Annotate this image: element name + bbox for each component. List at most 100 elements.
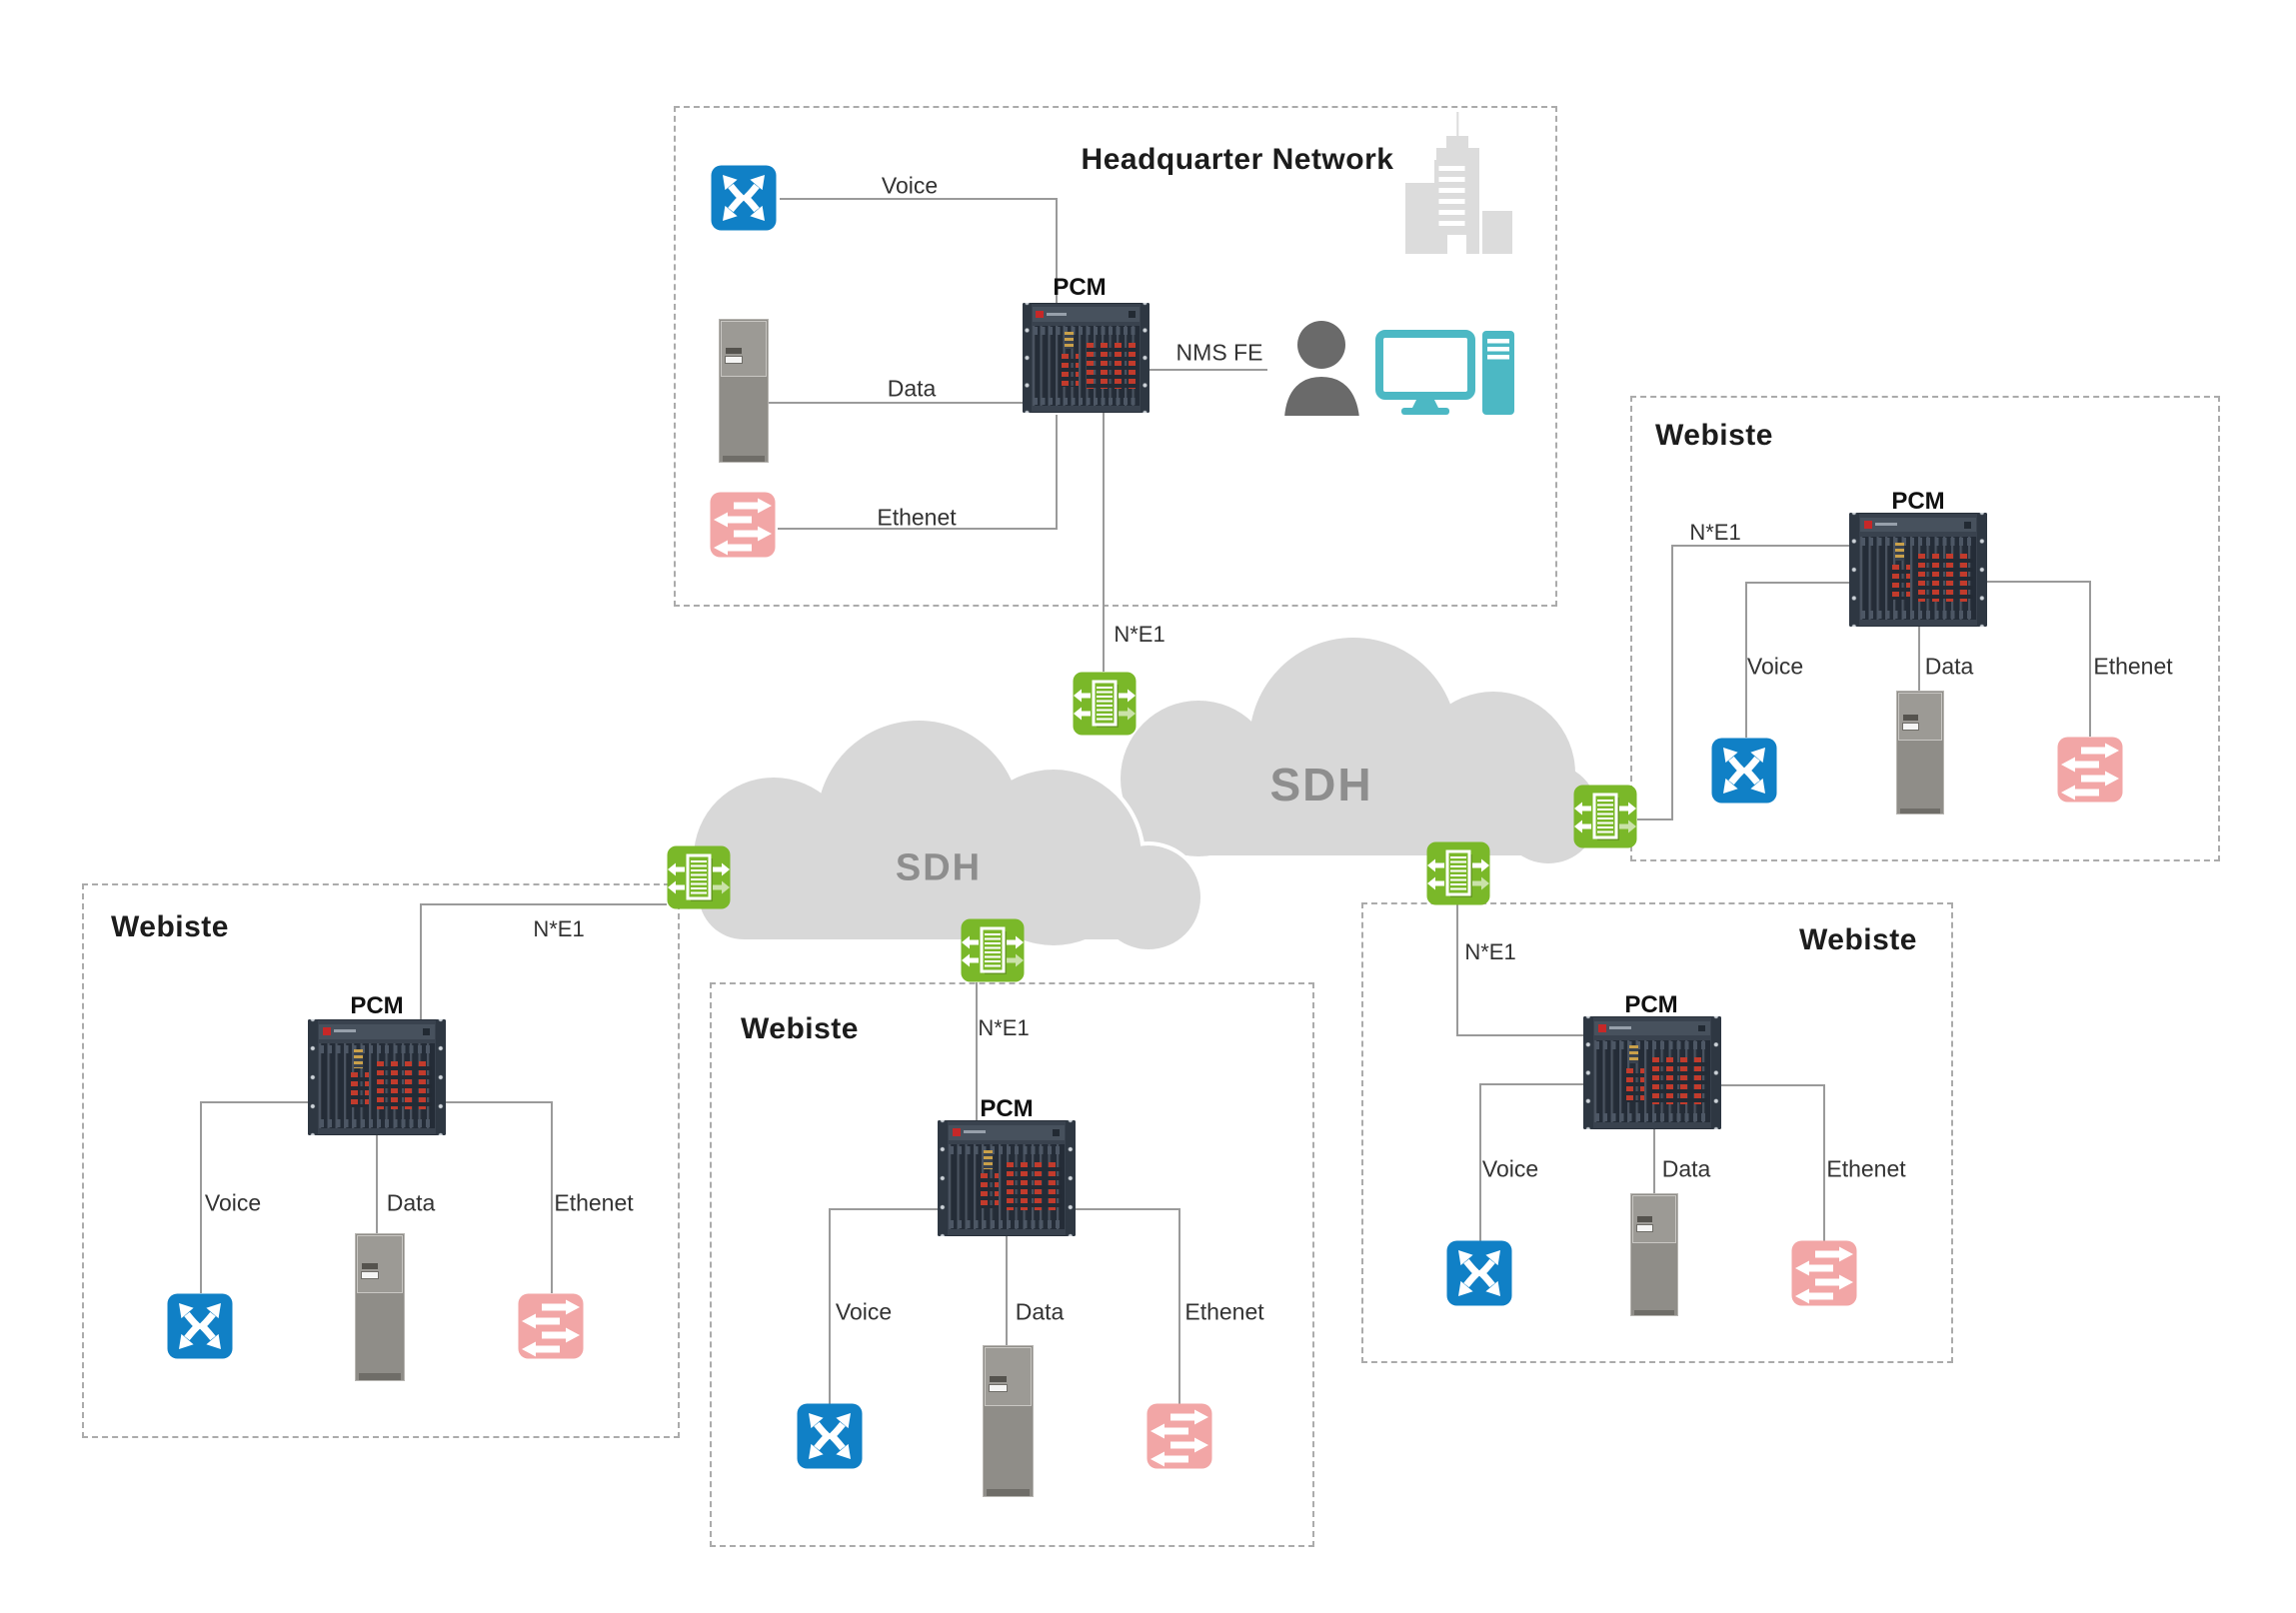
link-line bbox=[1746, 582, 1849, 584]
link-line bbox=[551, 1101, 553, 1293]
link-line bbox=[1823, 1084, 1825, 1241]
link-line bbox=[1456, 1034, 1583, 1036]
link-line bbox=[1745, 582, 1747, 738]
link-line bbox=[1637, 818, 1673, 820]
pcm-label: PCM bbox=[1053, 274, 1107, 301]
site-box-right-bottom bbox=[1361, 902, 1953, 1363]
link-line bbox=[1178, 1208, 1180, 1404]
server-icon bbox=[984, 1346, 1033, 1496]
ne1-label: N*E1 bbox=[978, 1015, 1030, 1040]
voice-label: Voice bbox=[881, 172, 939, 199]
voice-label: Voice bbox=[1481, 1155, 1539, 1182]
ethernet-label: Ethenet bbox=[1826, 1155, 1906, 1182]
link-line bbox=[768, 402, 1023, 404]
link-line bbox=[446, 1101, 552, 1103]
pcm-device bbox=[1849, 513, 1987, 627]
site-title: Webiste bbox=[1799, 923, 1917, 956]
headquarter-box bbox=[674, 106, 1557, 607]
server-icon bbox=[1631, 1194, 1677, 1315]
sdh-cloud-left bbox=[694, 721, 1200, 949]
ethernet-label: Ethenet bbox=[2093, 653, 2173, 680]
site-title: Webiste bbox=[111, 910, 229, 943]
operator-icon bbox=[1274, 318, 1369, 418]
sdh-cloud-right bbox=[1121, 638, 1598, 863]
site-box-right-top bbox=[1630, 396, 2220, 861]
building-icon bbox=[1405, 110, 1515, 254]
site-box-center bbox=[710, 982, 1314, 1547]
e1-mux-icon bbox=[1426, 841, 1490, 905]
server-icon bbox=[720, 320, 768, 462]
data-label: Data bbox=[386, 1189, 436, 1216]
pcm-label: PCM bbox=[350, 992, 404, 1019]
ethernet-switch-icon bbox=[1791, 1240, 1857, 1306]
voice-switch-icon bbox=[1711, 738, 1777, 804]
link-line bbox=[1479, 1083, 1481, 1241]
link-line bbox=[1056, 198, 1058, 303]
link-line bbox=[976, 982, 978, 1120]
data-label: Data bbox=[887, 375, 937, 402]
voice-switch-icon bbox=[711, 165, 777, 231]
link-line bbox=[376, 1135, 378, 1234]
pcm-device bbox=[308, 1019, 446, 1135]
ethernet-label: Ethenet bbox=[554, 1189, 634, 1216]
link-line bbox=[1056, 415, 1058, 530]
link-line bbox=[201, 1101, 308, 1103]
site-box-left bbox=[82, 883, 680, 1438]
server-icon bbox=[1897, 692, 1943, 813]
link-line bbox=[1103, 413, 1105, 672]
link-line bbox=[1456, 904, 1458, 1036]
link-line bbox=[778, 528, 1058, 530]
e1-mux-icon bbox=[961, 918, 1025, 982]
headquarter-title: Headquarter Network bbox=[1081, 143, 1394, 176]
ethernet-switch-icon bbox=[1147, 1403, 1212, 1469]
link-line bbox=[200, 1101, 202, 1293]
sdh-clouds bbox=[690, 638, 1598, 949]
link-line bbox=[1653, 1129, 1655, 1194]
pc-tower-icon bbox=[1481, 330, 1515, 416]
monitor-icon bbox=[1375, 330, 1475, 416]
link-line bbox=[420, 903, 667, 905]
site-title: Webiste bbox=[1655, 419, 1773, 452]
link-line bbox=[420, 903, 422, 1019]
voice-switch-icon bbox=[167, 1293, 233, 1359]
data-label: Data bbox=[1661, 1155, 1711, 1182]
ethernet-label: Ethenet bbox=[1184, 1298, 1264, 1325]
pcm-label: PCM bbox=[1624, 991, 1678, 1018]
link-line bbox=[829, 1208, 831, 1404]
link-line bbox=[1721, 1084, 1825, 1086]
voice-switch-icon bbox=[797, 1403, 863, 1469]
link-line bbox=[1076, 1208, 1179, 1210]
sdh-label-left: SDH bbox=[895, 846, 983, 889]
ne1-label: N*E1 bbox=[1689, 520, 1741, 545]
voice-switch-icon bbox=[1446, 1240, 1512, 1306]
data-label: Data bbox=[1015, 1298, 1065, 1325]
link-line bbox=[830, 1208, 938, 1210]
nms-fe-label: NMS FE bbox=[1175, 339, 1263, 366]
ethernet-label: Ethenet bbox=[877, 504, 957, 531]
ethernet-switch-icon bbox=[710, 492, 776, 558]
e1-mux-icon bbox=[1573, 785, 1637, 848]
ne1-label: N*E1 bbox=[1114, 622, 1165, 647]
link-line bbox=[780, 198, 1057, 200]
voice-label: Voice bbox=[835, 1298, 893, 1325]
link-line bbox=[1149, 369, 1267, 371]
link-line bbox=[1006, 1236, 1008, 1346]
pcm-label: PCM bbox=[980, 1095, 1034, 1122]
sdh-label-right: SDH bbox=[1269, 759, 1373, 810]
pcm-label: PCM bbox=[1891, 488, 1945, 515]
site-title: Webiste bbox=[741, 1012, 859, 1045]
link-line bbox=[1987, 581, 2091, 583]
data-label: Data bbox=[1924, 653, 1974, 680]
link-line bbox=[1918, 627, 1920, 692]
link-line bbox=[2089, 581, 2091, 737]
server-icon bbox=[356, 1234, 404, 1380]
link-line bbox=[1480, 1083, 1583, 1085]
pcm-device bbox=[1583, 1016, 1721, 1129]
voice-label: Voice bbox=[1746, 653, 1804, 680]
ne1-label: N*E1 bbox=[533, 916, 585, 941]
e1-mux-icon bbox=[667, 845, 731, 909]
link-line bbox=[1671, 545, 1849, 547]
voice-label: Voice bbox=[204, 1189, 262, 1216]
e1-mux-icon bbox=[1073, 672, 1137, 736]
